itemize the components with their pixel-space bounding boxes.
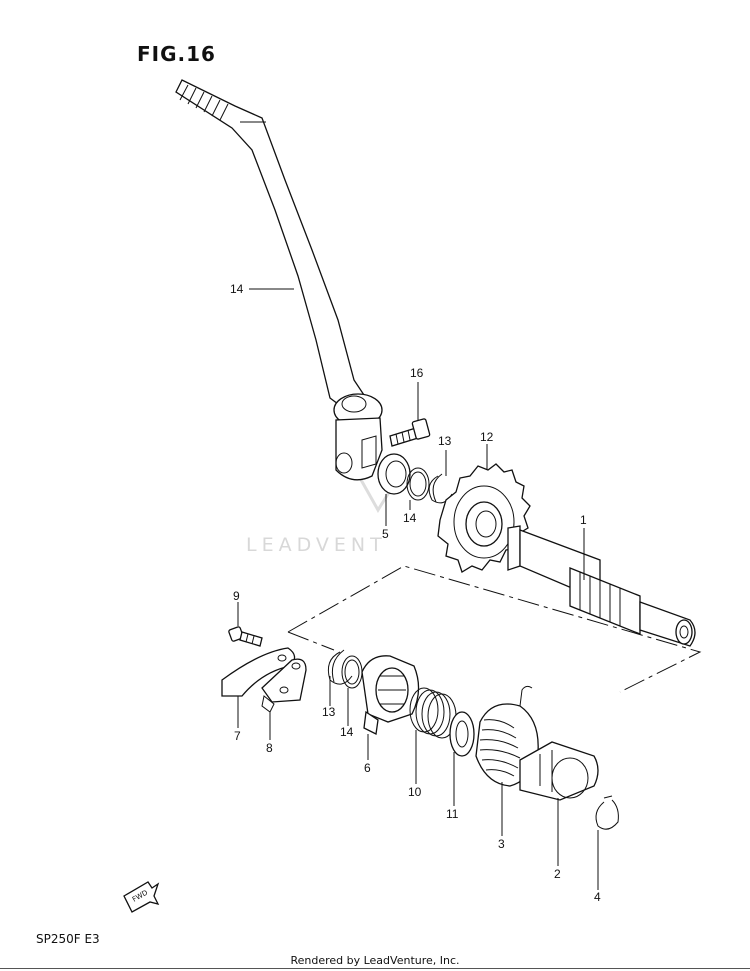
callout-6: 6 [364, 761, 371, 775]
bolt-9 [228, 626, 263, 647]
callout-labels: 14 16 13 12 5 14 1 9 7 8 13 14 6 10 11 3… [230, 282, 601, 904]
callout-5: 5 [382, 527, 389, 541]
circlip-4 [595, 795, 619, 830]
figure-title: FIG.16 [137, 42, 216, 66]
stopper-plate [261, 658, 307, 713]
guide [221, 647, 296, 697]
callout-8: 8 [266, 741, 273, 755]
callout-12: 12 [480, 430, 494, 444]
kick-starter-lever [175, 79, 383, 481]
ratchet [361, 655, 420, 735]
callout-1: 1 [580, 513, 587, 527]
watermark-text: LEADVENT [246, 534, 387, 556]
washer-11 [449, 711, 475, 757]
callout-9: 9 [233, 589, 240, 603]
callout-2: 2 [554, 867, 561, 881]
callout-10: 10 [408, 785, 422, 799]
callout-11: 11 [446, 807, 459, 821]
callout-14-lower: 14 [340, 725, 354, 739]
circlip-lower [327, 649, 353, 685]
callout-14-upper: 14 [403, 511, 417, 525]
footer-credit: Rendered by LeadVenture, Inc. [290, 954, 460, 967]
callout-15: 14 [230, 282, 244, 296]
washer-lower [341, 655, 363, 689]
assembly-dashed-outline [287, 565, 702, 693]
callout-3: 3 [498, 837, 505, 851]
spring-guide [519, 741, 599, 801]
fwd-arrow-icon: FWD [123, 881, 160, 913]
lever-bolt [389, 418, 431, 447]
ratchet-spring [409, 687, 457, 739]
callout-13-lower: 13 [322, 705, 336, 719]
kick-starter-shaft [507, 525, 696, 647]
leader-lines [237, 288, 599, 890]
model-code: SP250F E3 [36, 932, 100, 946]
callout-13-upper: 13 [438, 434, 452, 448]
kick-starter-gear [437, 463, 531, 573]
washer-upper [406, 467, 430, 501]
footer-divider [0, 968, 750, 969]
assembly-dashed-outline-left [287, 631, 335, 651]
callout-7: 7 [234, 729, 241, 743]
callout-16: 16 [410, 366, 424, 380]
callout-4: 4 [594, 890, 601, 904]
oil-seal [377, 453, 411, 495]
